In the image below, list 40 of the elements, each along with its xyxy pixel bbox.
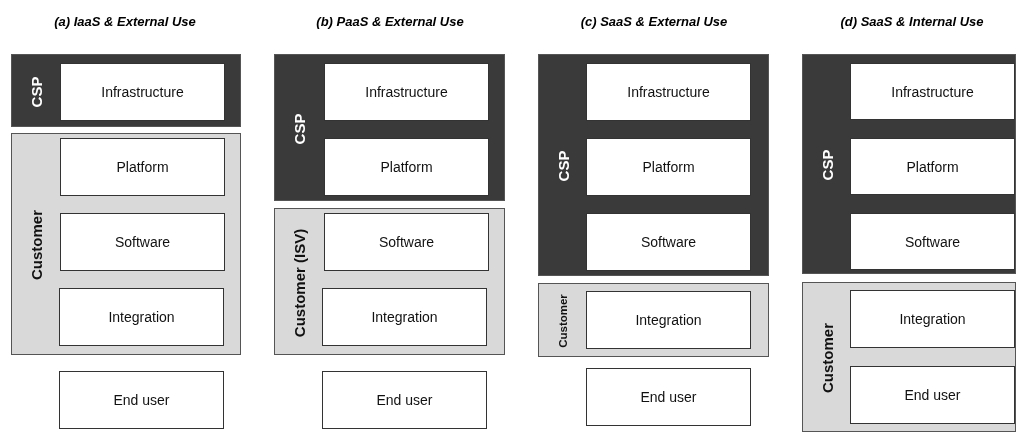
group-panel [538, 54, 769, 276]
panel-title: (a) IaaS & External Use [54, 14, 196, 29]
layer-box: Infrastructure [60, 63, 225, 121]
group-panel [11, 54, 241, 127]
layer-box: Integration [586, 291, 751, 349]
layer-box: Integration [322, 288, 487, 346]
group-label: CSP [554, 150, 572, 182]
group-label: CSP [27, 76, 45, 107]
group-label: CSP [818, 149, 836, 181]
layer-box: Software [60, 213, 225, 271]
layer-box: Infrastructure [850, 63, 1015, 120]
group-panel [538, 283, 769, 357]
layer-box: Platform [60, 138, 225, 196]
group-panel [11, 133, 241, 355]
layer-box: Platform [586, 138, 751, 196]
group-label: Customer [27, 210, 45, 280]
layer-box: End user [586, 368, 751, 426]
panel-title: (b) PaaS & External Use [316, 14, 464, 29]
layer-box: Infrastructure [586, 63, 751, 121]
panel-title: (c) SaaS & External Use [580, 14, 728, 29]
layer-box: Integration [59, 288, 224, 346]
group-label: Customer [818, 323, 836, 393]
group-label: CSP [290, 113, 308, 144]
group-label: Customer (ISV) [290, 228, 308, 337]
layer-box: Infrastructure [324, 63, 489, 121]
panel-title: (d) SaaS & Internal Use [840, 14, 984, 29]
group-panel [802, 54, 1016, 274]
group-panel [802, 282, 1016, 432]
layer-box: End user [850, 366, 1015, 424]
layer-box: Platform [324, 138, 489, 196]
layer-box: Software [850, 213, 1015, 270]
layer-box: End user [59, 371, 224, 429]
group-label: Customer [557, 294, 569, 348]
layer-box: Software [586, 213, 751, 271]
layer-box: End user [322, 371, 487, 429]
group-panel [274, 54, 505, 201]
layer-box: Integration [850, 290, 1015, 348]
layer-box: Software [324, 213, 489, 271]
layer-box: Platform [850, 138, 1015, 195]
group-panel [274, 208, 505, 355]
